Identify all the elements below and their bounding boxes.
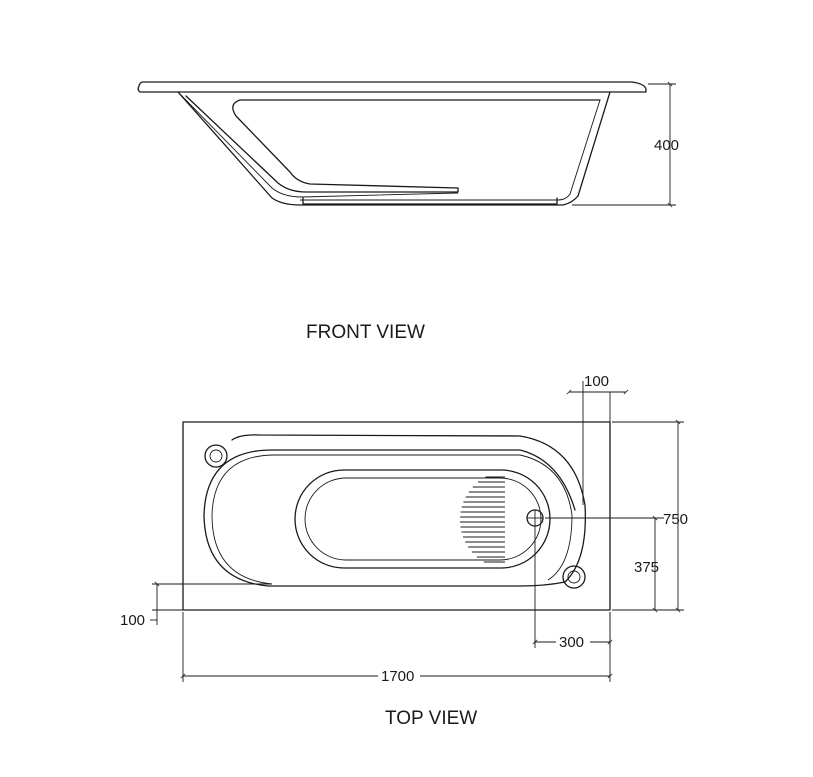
top-view-basin-floor-inner	[304, 477, 542, 561]
front-view-inner-line	[179, 93, 459, 198]
length-label: 1700	[381, 668, 414, 685]
top-view-basin-outline	[203, 434, 586, 587]
front-view-rim	[137, 81, 647, 93]
top-view-basin-floor-outer	[294, 469, 551, 569]
top-view-tap-hole-left	[204, 444, 228, 468]
front-view: 400 FRONT VIEW	[137, 81, 679, 343]
side-rim-label: 100	[120, 612, 145, 629]
front-view-height-label: 400	[654, 137, 679, 154]
top-view-tap-hole-right	[562, 565, 586, 589]
top-view: 100 750 375 100 300 1700 TOP VIEW	[120, 373, 688, 729]
top-view-basin-inner	[211, 454, 573, 585]
rim-width-label: 100	[584, 373, 609, 390]
top-view-tap-hole-left-inner	[209, 449, 223, 463]
front-view-inner-backrest	[185, 95, 601, 193]
top-view-anti-slip-grille	[460, 476, 505, 563]
top-view-outer-rim	[182, 421, 611, 611]
front-view-base	[302, 197, 558, 205]
drain-from-end-label: 300	[559, 634, 584, 651]
drain-offset-label: 375	[634, 559, 659, 576]
front-view-outer-shell	[177, 91, 611, 206]
top-view-title: TOP VIEW	[385, 708, 477, 729]
width-label: 750	[663, 511, 688, 528]
front-view-inner-right	[300, 99, 601, 201]
drain-from-end-label-bg	[556, 632, 590, 650]
length-label-bg	[378, 666, 420, 684]
top-view-tap-hole-right-inner	[567, 570, 581, 584]
front-view-title: FRONT VIEW	[306, 322, 425, 343]
